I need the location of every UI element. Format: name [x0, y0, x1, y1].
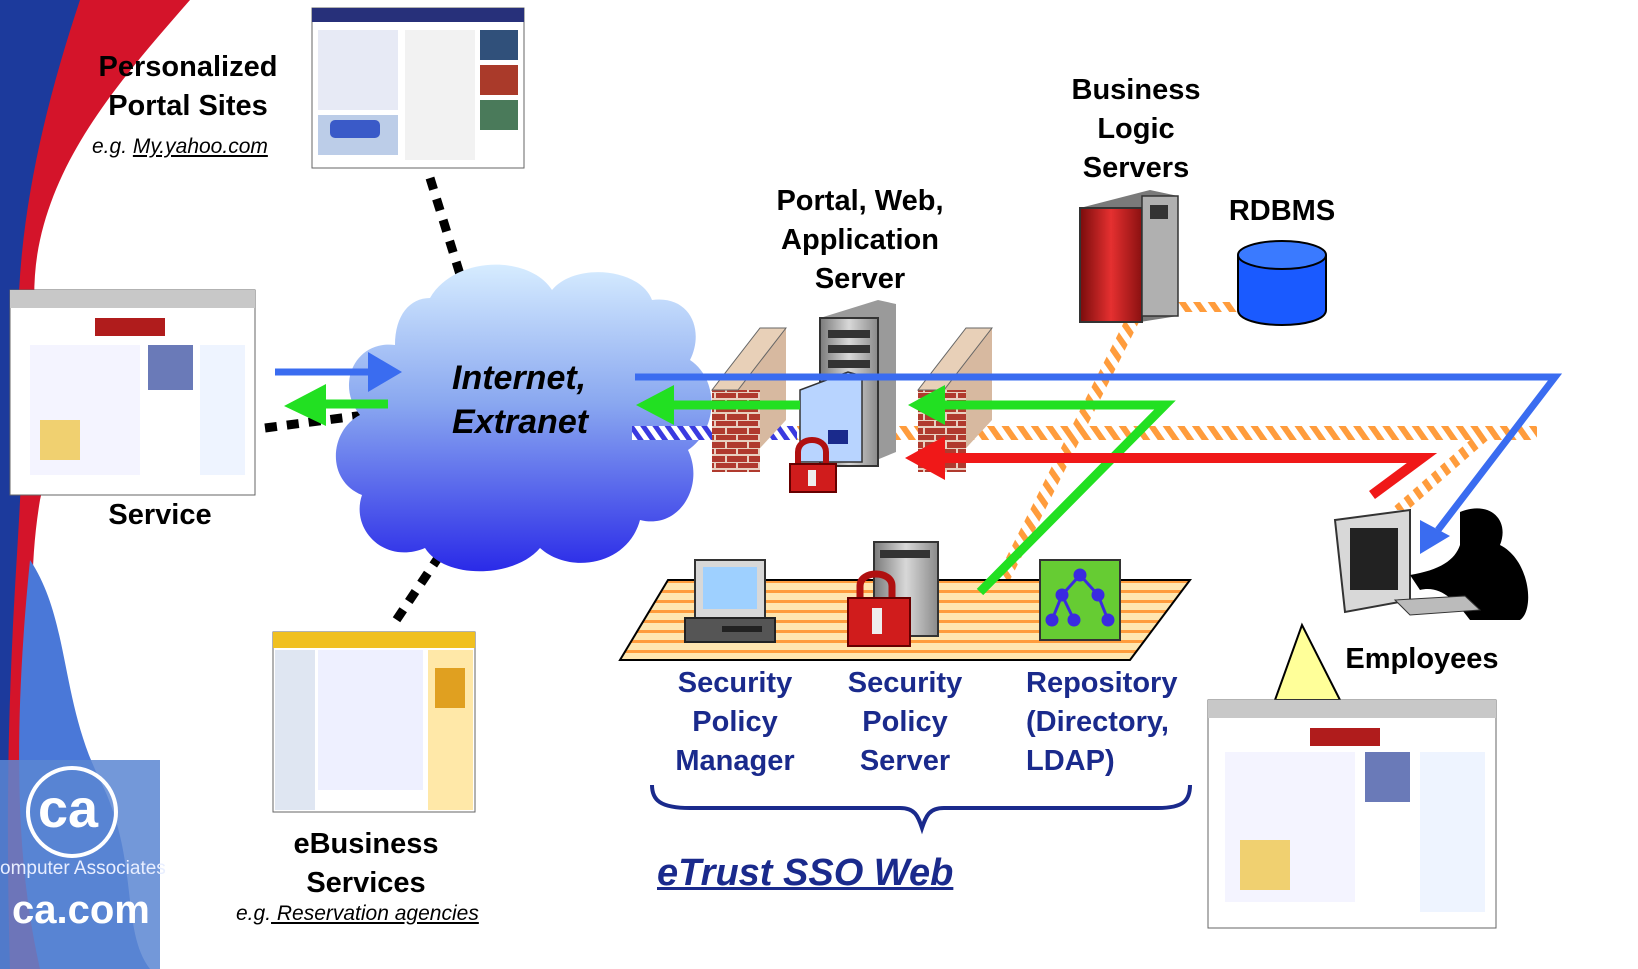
security-server-line2: Policy [862, 706, 948, 738]
portal-sites-line1: Personalized [98, 51, 278, 83]
security-server-line1: Security [847, 667, 963, 699]
ebusiness-example: e.g. Reservation agencies [236, 902, 479, 926]
employees-label: Employees [1345, 643, 1499, 675]
etrust-brace [650, 784, 1192, 835]
ebusiness-line2: Services [306, 867, 426, 899]
ebusiness-example-link[interactable]: Reservation agencies [271, 902, 479, 925]
cloud-label: Internet, Extranet [452, 356, 588, 444]
ebusiness-label: eBusiness Services [268, 825, 464, 903]
service-screenshot [9, 289, 256, 496]
security-server-line3: Server [859, 745, 951, 777]
ca-logo-text: ca [38, 779, 99, 839]
portal-sites-example: e.g. My.yahoo.com [92, 135, 268, 159]
portal-example-link[interactable]: My.yahoo.com [132, 135, 268, 158]
green-response-arrow [284, 384, 1176, 596]
red-access-arrow [905, 436, 1438, 500]
portal-sites-line2: Portal Sites [108, 90, 268, 122]
rdbms-cylinder-icon [1237, 240, 1327, 326]
cloud-label-line2: Extranet [452, 403, 589, 441]
company-name: omputer Associates [0, 858, 166, 879]
repository-tree-icon [1039, 559, 1121, 641]
security-server-label: Security Policy Server [825, 664, 985, 781]
app-server-icon [799, 300, 896, 467]
product-title[interactable]: eTrust SSO Web [657, 852, 954, 894]
business-logic-server-icon [1079, 190, 1179, 323]
security-manager-computer-icon [684, 559, 776, 643]
security-manager-label: Security Policy Manager [655, 664, 815, 781]
repository-line1: Repository [1026, 667, 1178, 699]
business-logic-line3: Servers [1082, 152, 1190, 184]
app-server-line2: Application [781, 224, 939, 256]
company-domain: ca.com [12, 888, 150, 932]
portal-sites-label: Personalized Portal Sites [80, 48, 296, 126]
blue-request-arrow [275, 352, 1563, 554]
employee-workstation-icon [1333, 508, 1529, 620]
ebusiness-eg-prefix: e.g. [236, 902, 272, 925]
business-logic-line2: Logic [1097, 113, 1175, 145]
service-label: Service [108, 499, 212, 531]
callout-triangle [1273, 622, 1342, 701]
lock-icon-gateway [789, 437, 837, 493]
security-manager-line1: Security [677, 667, 793, 699]
ca-logo [26, 766, 118, 858]
employee-screenshot [1207, 699, 1497, 929]
security-manager-line3: Manager [675, 745, 795, 777]
business-logic-label: Business Logic Servers [1056, 71, 1216, 188]
portal-site-screenshot [311, 7, 525, 169]
rdbms-label: RDBMS [1228, 195, 1336, 227]
app-server-line3: Server [814, 263, 906, 295]
repository-label: Repository (Directory, LDAP) [1026, 664, 1206, 781]
firewall-left [710, 327, 788, 472]
app-server-label: Portal, Web, Application Server [750, 182, 970, 299]
portal-eg-prefix: e.g. [92, 135, 128, 158]
internet-cloud [335, 264, 712, 572]
cloud-label-line1: Internet, [452, 359, 587, 397]
repository-line2: (Directory, [1026, 706, 1169, 738]
security-server-icon [847, 541, 939, 647]
ebusiness-line1: eBusiness [293, 828, 439, 860]
app-server-line1: Portal, Web, [776, 185, 944, 217]
business-logic-line1: Business [1071, 74, 1201, 106]
security-manager-line2: Policy [692, 706, 778, 738]
ebusiness-screenshot [272, 631, 476, 813]
repository-line3: LDAP) [1026, 745, 1115, 777]
